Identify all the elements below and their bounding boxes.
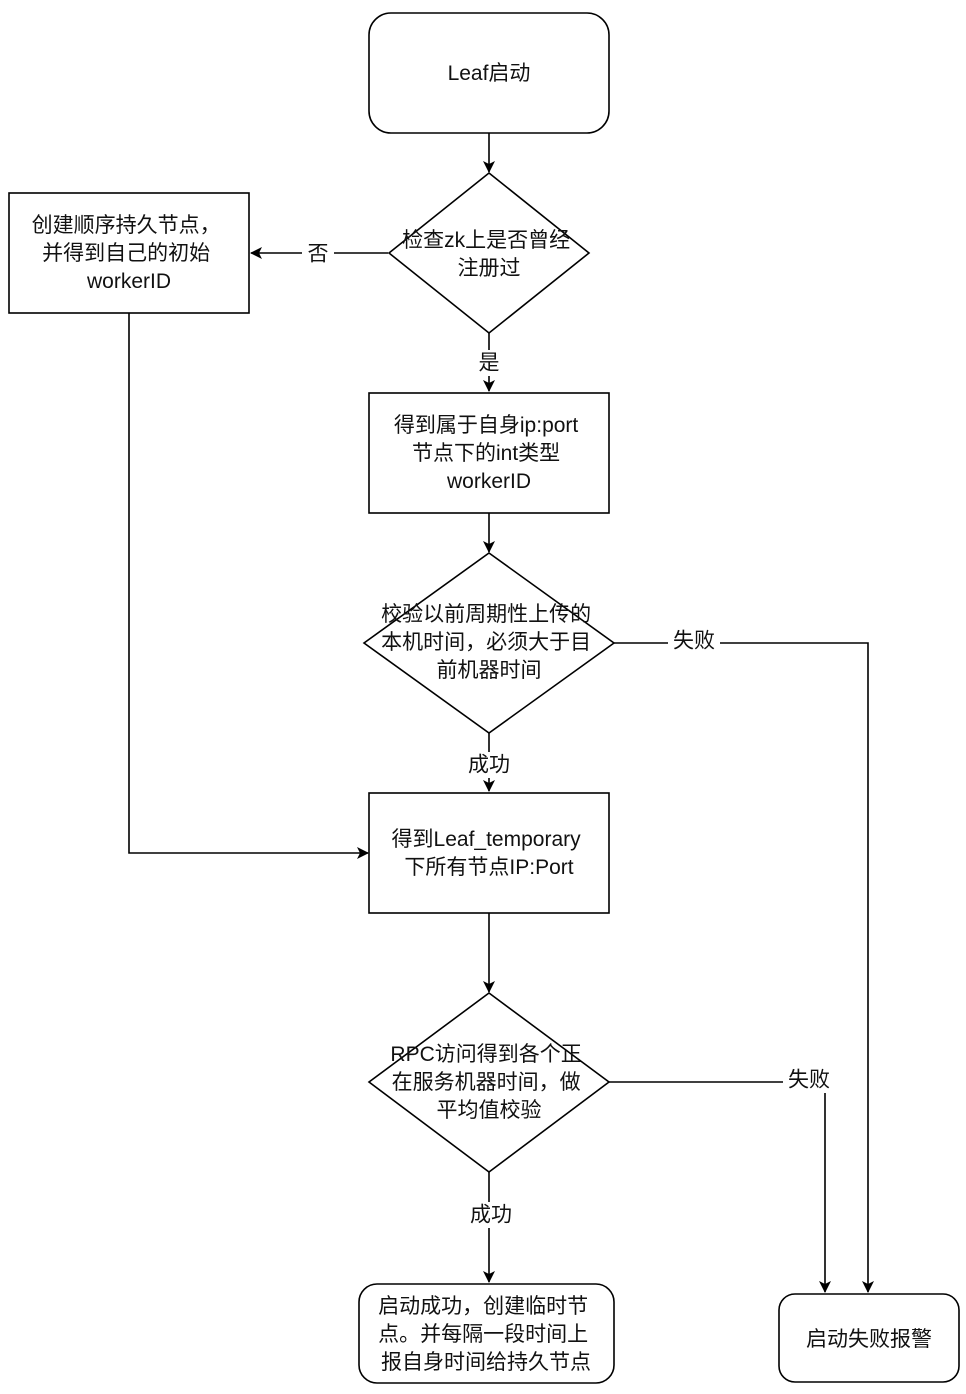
svg-text:创建顺序持久节点， 并得到自己的初始: 创建顺序持久节点， 并得到自己的初始 workerID (32, 214, 227, 293)
node-success: 启动成功，创建临时节 点。并每隔一段时间上 报自身时间给持久节点 (358, 1283, 615, 1384)
edge-create-to-gettemp (128, 313, 369, 859)
edge-label-yes: 是 (479, 352, 500, 375)
edge-label-success-1: 成功 (468, 754, 510, 777)
node-get-temp: 得到Leaf_temporary 下所有节点IP:Port (368, 792, 610, 914)
node-get-id: 得到属于自身ip:port 节点下的int类型 workerID (368, 392, 610, 514)
svg-text:校验以前周期性上传的 本机时间，必须大于目: 校验以前周期性上传的 本机时间，必须大于目 前机器时间 (381, 603, 597, 682)
svg-text:RPC访问得到各个正 在服务机器时间，做: RPC访问得到各个正 在服务机器时间，做 平均值校验 (390, 1043, 587, 1122)
node-create-node: 创建顺序持久节点， 并得到自己的初始 workerID (8, 192, 250, 314)
edge-label-fail-2: 失败 (788, 1069, 830, 1092)
svg-text:启动成功，创建临时节 点。并每隔一段时间上: 启动成功，创建临时节 点。并每隔一段时间上 报自身时间给持久节点 (378, 1295, 594, 1374)
svg-text:得到Leaf_temporary 下所有节点IP: 得到Leaf_temporary 下所有节点IP:Port (392, 828, 587, 879)
node-fail: 启动失败报警 (778, 1293, 960, 1383)
edge-label-success-2: 成功 (470, 1204, 512, 1227)
node-check-zk: 检查zk上是否曾经 注册过 (387, 171, 591, 335)
edge-checktime-to-fail (614, 642, 874, 1293)
node-check-time: 校验以前周期性上传的 本机时间，必须大于目 前机器时间 (362, 552, 616, 734)
edge-label-fail-1: 失败 (673, 630, 715, 653)
edge-label-no: 否 (308, 243, 329, 266)
svg-text:启动失败报警: 启动失败报警 (806, 1328, 932, 1351)
node-rpc-check: RPC访问得到各个正 在服务机器时间，做 平均值校验 (367, 992, 611, 1173)
svg-text:Leaf启动: Leaf启动 (448, 62, 531, 85)
edge-rpc-to-fail (609, 1081, 831, 1293)
svg-text:得到属于自身ip:port 节点下的int类型: 得到属于自身ip:port 节点下的int类型 workerID (394, 414, 584, 493)
node-start: Leaf启动 (368, 12, 610, 134)
svg-text:检查zk上是否曾经 注册过: 检查zk上是否曾经 注册过 (402, 229, 576, 280)
